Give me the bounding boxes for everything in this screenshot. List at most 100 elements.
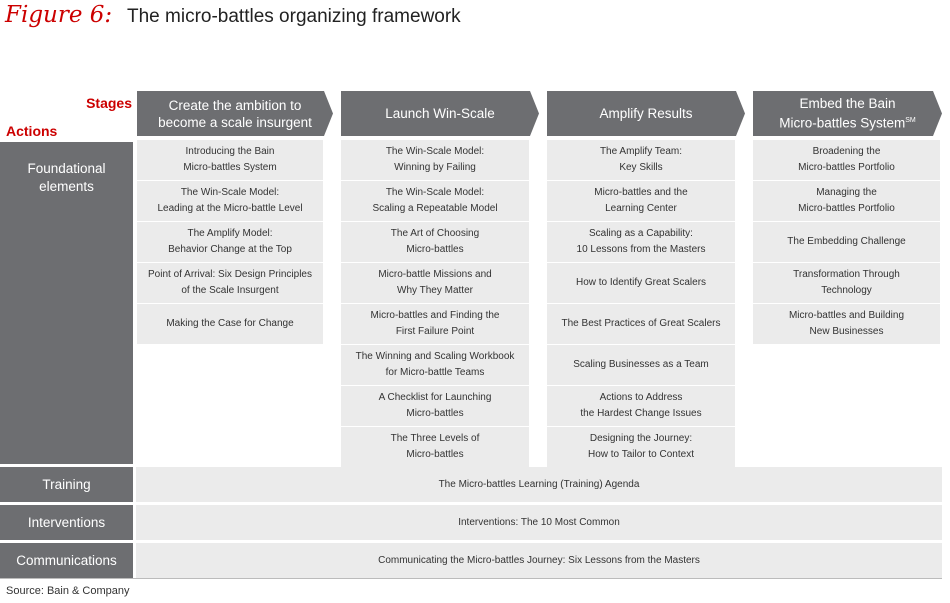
action-cell: How to Identify Great Scalers bbox=[547, 263, 735, 303]
cell-line: Making the Case for Change bbox=[166, 318, 294, 329]
row-foundational-elements: Foundational elements bbox=[0, 142, 133, 464]
cell-line: The Win-Scale Model: bbox=[180, 187, 280, 198]
cell-line: Micro-battles Portfolio bbox=[798, 203, 895, 214]
cell-line: Winning by Failing bbox=[394, 162, 476, 173]
cell-line: Micro-battles Portfolio bbox=[798, 162, 895, 173]
stages-label: Stages bbox=[86, 95, 132, 111]
action-cell: The Win-Scale Model: Leading at the Micro… bbox=[137, 181, 323, 221]
stage-line: Embed the Bain bbox=[799, 96, 896, 112]
cell-line: Designing the Journey: bbox=[589, 433, 693, 444]
actions-label: Actions bbox=[6, 123, 58, 139]
cell-line: The Win-Scale Model: bbox=[385, 187, 485, 198]
action-cell: The Win-Scale Model: Scaling a Repeatable… bbox=[341, 181, 529, 221]
cell-line: The Win-Scale Model: bbox=[385, 146, 485, 157]
cell-line: for Micro-battle Teams bbox=[385, 367, 485, 378]
cell-line: Introducing the Bain bbox=[185, 146, 275, 157]
cell-line: Micro-battles and Building bbox=[788, 310, 905, 321]
stage-amplify-results: Amplify Results bbox=[547, 91, 745, 136]
band-label: The Micro-battles Learning (Training) Ag… bbox=[438, 479, 640, 490]
row-interventions: Interventions bbox=[0, 505, 133, 540]
cell-line: Key Skills bbox=[619, 162, 663, 173]
cell-line: The Amplify Model: bbox=[187, 228, 273, 239]
column-launch-win-scale: The Win-Scale Model: Winning by Failing T… bbox=[341, 140, 529, 467]
action-cell: Designing the Journey: How to Tailor to C… bbox=[547, 427, 735, 467]
action-cell: The Embedding Challenge bbox=[753, 222, 940, 262]
figure-label: Figure 6: bbox=[5, 2, 113, 28]
row-label: Interventions bbox=[27, 514, 106, 530]
service-mark: SM bbox=[905, 117, 916, 125]
cell-line: First Failure Point bbox=[395, 326, 475, 337]
cell-line: The Three Levels of bbox=[390, 433, 480, 444]
action-cell: The Amplify Model:Behavior Change at the… bbox=[137, 222, 323, 262]
band-interventions: Interventions: The 10 Most Common bbox=[136, 505, 942, 540]
cell-line: Micro-battles and Finding the bbox=[370, 310, 500, 321]
source-note: Source: Bain & Company bbox=[6, 585, 130, 597]
cell-line: How to Identify Great Scalers bbox=[575, 277, 707, 288]
cell-line: How to Tailor to Context bbox=[588, 449, 694, 460]
action-cell: The Three Levels of Micro-battles bbox=[341, 427, 529, 467]
cell-line: A Checklist for Launching bbox=[378, 392, 492, 403]
cell-line: The Embedding Challenge bbox=[787, 236, 906, 247]
row-label: Foundational elements bbox=[27, 161, 106, 194]
action-cell: Actions to Address the Hardest Change Iss… bbox=[547, 386, 735, 426]
band-label: Communicating the Micro-battles Journey:… bbox=[378, 555, 700, 566]
action-cell: The Best Practices of Great Scalers bbox=[547, 304, 735, 344]
row-training: Training bbox=[0, 467, 133, 502]
stage-line: Create the ambition to bbox=[168, 97, 302, 113]
cell-line: Leading at the Micro-battle Level bbox=[157, 203, 303, 214]
cell-line: Learning Center bbox=[605, 203, 677, 214]
figure-title: The micro-battles organizing framework bbox=[127, 6, 461, 27]
band-training: The Micro-battles Learning (Training) Ag… bbox=[136, 467, 942, 502]
cell-line: Micro-battles and the bbox=[594, 187, 688, 198]
cell-line: New Businesses bbox=[809, 326, 884, 337]
row-label: Training bbox=[42, 476, 91, 492]
cell-line: Point of Arrival: Six Design Principles bbox=[148, 269, 312, 280]
cell-line: Micro-battles System bbox=[183, 162, 277, 173]
cell-line: The Art of Choosing bbox=[390, 228, 480, 239]
action-cell: Making the Case for Change bbox=[137, 304, 323, 344]
cell-line: Micro-battles bbox=[406, 408, 464, 419]
cell-line: 10 Lessons from the Masters bbox=[576, 244, 706, 255]
action-cell: The Amplify Team: Key Skills bbox=[547, 140, 735, 180]
cell-line: The Amplify Team: bbox=[599, 146, 683, 157]
action-cell: The Win-Scale Model: Winning by Failing bbox=[341, 140, 529, 180]
cell-line: Actions to Address bbox=[599, 392, 683, 403]
cell-line: Micro-battle Missions and bbox=[378, 269, 492, 280]
row-communications: Communications bbox=[0, 543, 133, 578]
stage-line: Amplify Results bbox=[599, 106, 693, 121]
cell-line: Scaling a Repeatable Model bbox=[372, 203, 498, 214]
band-communications: Communicating the Micro-battles Journey:… bbox=[136, 543, 942, 578]
cell-line: Technology bbox=[821, 285, 872, 296]
action-cell: Scaling as a Capability: 10 Lessons from … bbox=[547, 222, 735, 262]
cell-line: Micro-battles bbox=[406, 244, 464, 255]
cell-line: Scaling Businesses as a Team bbox=[573, 359, 709, 370]
cell-line: Transformation Through bbox=[793, 269, 900, 280]
cell-line: Scaling as a Capability: bbox=[589, 228, 693, 239]
row-label: Communications bbox=[16, 552, 117, 568]
stage-line: become a scale insurgent bbox=[158, 114, 312, 130]
cell-line: Why They Matter bbox=[397, 285, 473, 296]
band-label: Interventions: The 10 Most Common bbox=[458, 517, 620, 528]
stage-line: Micro-battles System bbox=[779, 115, 906, 131]
cell-line: the Hardest Change Issues bbox=[580, 408, 702, 419]
stage-launch-win-scale: Launch Win-Scale bbox=[341, 91, 539, 136]
column-amplify-results: The Amplify Team: Key Skills Micro-battle… bbox=[547, 140, 735, 467]
cell-line: Micro-battles bbox=[406, 449, 464, 460]
cell-line: The Best Practices of Great Scalers bbox=[561, 318, 721, 329]
stage-line: Launch Win-Scale bbox=[385, 106, 495, 121]
